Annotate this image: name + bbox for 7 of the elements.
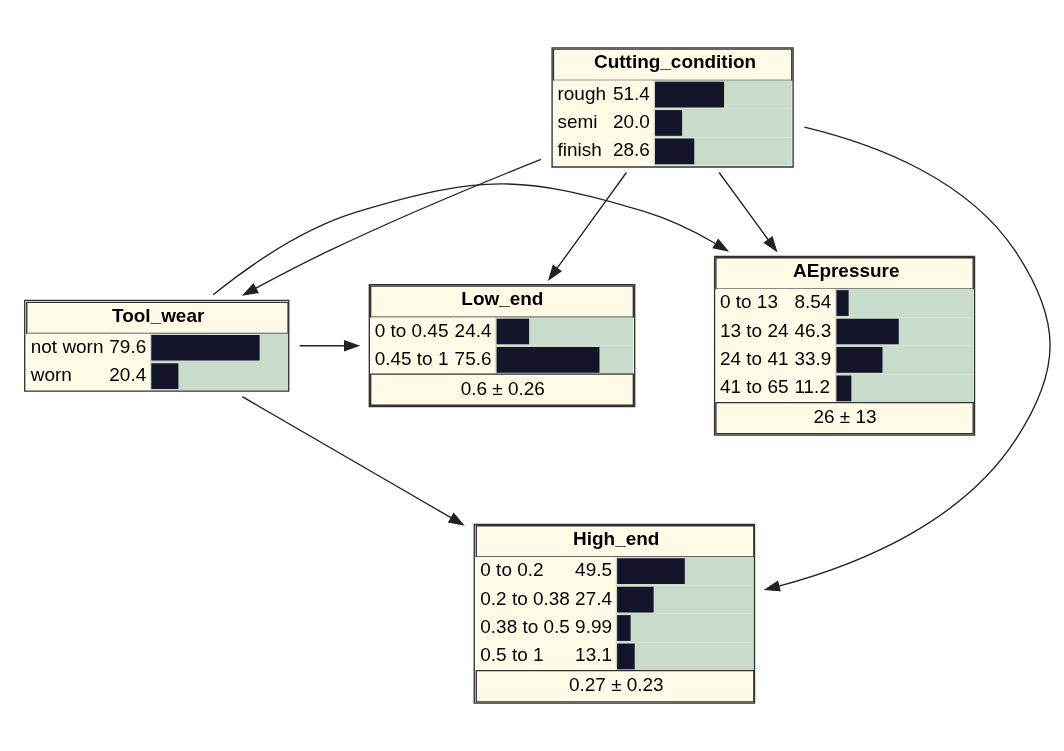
- arrow: [763, 126, 1051, 592]
- arrow: [718, 171, 778, 253]
- arrow: [241, 396, 465, 526]
- arrow: [547, 171, 628, 281]
- arrow: [299, 340, 361, 352]
- arrow: [241, 158, 542, 296]
- arrow: [212, 183, 730, 296]
